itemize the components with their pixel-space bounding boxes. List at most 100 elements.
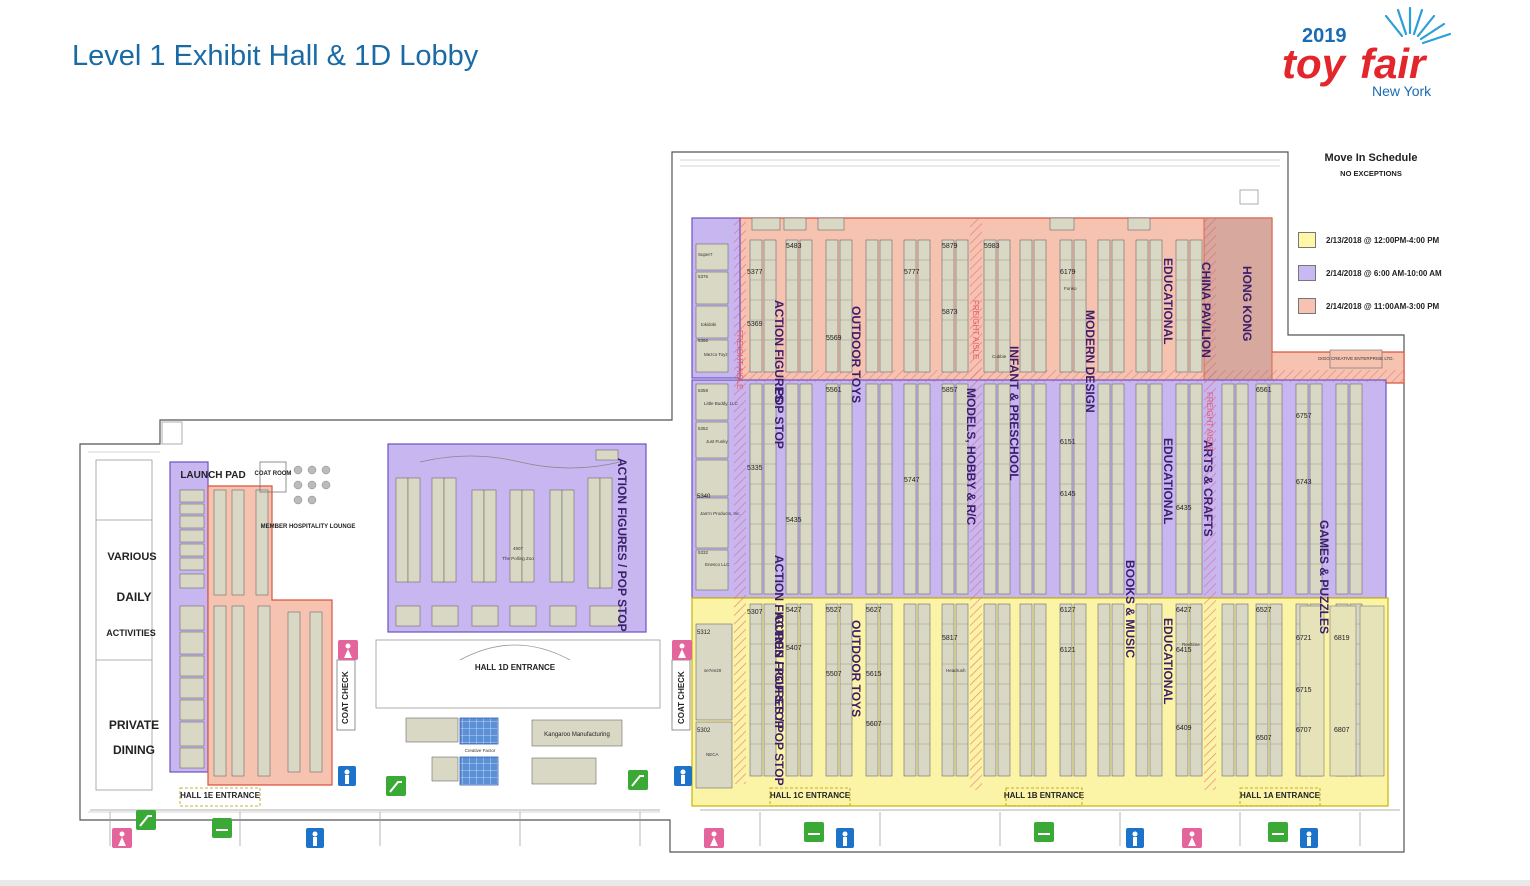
label-hall-1a-entrance: HALL 1A ENTRANCE [1240, 791, 1321, 800]
booth-column[interactable] [749, 603, 763, 777]
booth-column[interactable] [903, 239, 917, 373]
booth-small[interactable] [1127, 217, 1151, 231]
booth-column[interactable] [1033, 239, 1047, 373]
booth-column[interactable] [1073, 239, 1087, 373]
booth-column[interactable] [785, 383, 799, 595]
booth-column[interactable] [1059, 383, 1073, 595]
booth-column[interactable] [917, 603, 931, 777]
booth-column[interactable] [1189, 383, 1203, 595]
booth-column[interactable] [1135, 383, 1149, 595]
booth-column[interactable] [1097, 239, 1111, 373]
booth-column[interactable] [749, 383, 763, 595]
booth-column[interactable] [1073, 383, 1087, 595]
booth-column[interactable] [799, 603, 813, 777]
booth-column[interactable] [917, 383, 931, 595]
booth-column[interactable] [879, 383, 893, 595]
booth-column[interactable] [865, 239, 879, 373]
booth-column[interactable] [825, 603, 839, 777]
booth-column[interactable] [839, 603, 853, 777]
booth-column[interactable] [941, 383, 955, 595]
booth-column[interactable] [1175, 603, 1189, 777]
booth-column[interactable] [903, 383, 917, 595]
booth-column[interactable] [1335, 383, 1349, 595]
booth-column[interactable] [1221, 383, 1235, 595]
booth-column[interactable] [1349, 383, 1363, 595]
booth-column[interactable] [879, 239, 893, 373]
green-escalator-icon [804, 822, 824, 842]
hall-1a-booths[interactable] [1299, 605, 1385, 777]
booth-column[interactable] [839, 239, 853, 373]
booth-kangaroo-2[interactable] [531, 757, 597, 785]
booth-column[interactable] [865, 603, 879, 777]
booth-column[interactable] [1097, 383, 1111, 595]
booth-column[interactable] [879, 603, 893, 777]
booth-column[interactable] [865, 383, 879, 595]
booth-column[interactable] [799, 239, 813, 373]
booth-column[interactable] [1019, 239, 1033, 373]
booth-kangaroo[interactable] [531, 719, 623, 747]
booth-column[interactable] [1269, 383, 1283, 595]
booth-column[interactable] [1097, 603, 1111, 777]
booth-column[interactable] [1255, 603, 1269, 777]
booth-column[interactable] [749, 239, 763, 373]
booth-column[interactable] [1019, 603, 1033, 777]
booth-column[interactable] [1135, 603, 1149, 777]
booth-column[interactable] [785, 239, 799, 373]
booth-column[interactable] [1189, 603, 1203, 777]
label-little-buddy: Little Buddy, LLC [704, 401, 739, 406]
booth-column[interactable] [1059, 239, 1073, 373]
booth-number: 5527 [826, 607, 842, 614]
booth-column[interactable] [1235, 383, 1249, 595]
booth-column[interactable] [825, 383, 839, 595]
booth-column[interactable] [763, 239, 777, 373]
booth-column[interactable] [955, 603, 969, 777]
booth-column[interactable] [799, 383, 813, 595]
booth-column[interactable] [917, 239, 931, 373]
booth-column[interactable] [785, 603, 799, 777]
booth-column[interactable] [1149, 383, 1163, 595]
booth-column[interactable] [1019, 383, 1033, 595]
booth-small[interactable] [783, 217, 807, 231]
booth-column[interactable] [825, 239, 839, 373]
booth-column[interactable] [1175, 239, 1189, 373]
booth-column[interactable] [941, 239, 955, 373]
booth-column[interactable] [1269, 603, 1283, 777]
booth-column[interactable] [1073, 603, 1087, 777]
booth-digo[interactable] [1329, 349, 1383, 369]
booth-column[interactable] [1149, 239, 1163, 373]
booth-column[interactable] [955, 383, 969, 595]
booth-column[interactable] [983, 239, 997, 373]
booth-column[interactable] [1295, 383, 1309, 595]
booth-column[interactable] [1135, 239, 1149, 373]
left-column-booths[interactable] [695, 243, 733, 789]
booth-column[interactable] [997, 239, 1011, 373]
booth-column[interactable] [1033, 603, 1047, 777]
label-se7en20: se7en20 [704, 668, 722, 673]
booth-column[interactable] [1111, 239, 1125, 373]
booth-column[interactable] [941, 603, 955, 777]
booth-column[interactable] [1059, 603, 1073, 777]
booth-column[interactable] [1111, 383, 1125, 595]
booth-column[interactable] [997, 383, 1011, 595]
booth-column[interactable] [1033, 383, 1047, 595]
booth-small[interactable] [817, 217, 845, 231]
booth-column[interactable] [1175, 383, 1189, 595]
booth-column[interactable] [1221, 603, 1235, 777]
booth-column[interactable] [983, 383, 997, 595]
booth-column[interactable] [983, 603, 997, 777]
booth-column[interactable] [1255, 383, 1269, 595]
booth-column[interactable] [839, 383, 853, 595]
booth-column[interactable] [1111, 603, 1125, 777]
booth-column[interactable] [955, 239, 969, 373]
booth-column[interactable] [903, 603, 917, 777]
booth-column[interactable] [997, 603, 1011, 777]
booth-column[interactable] [1235, 603, 1249, 777]
booth-column[interactable] [763, 603, 777, 777]
booth-column[interactable] [1189, 239, 1203, 373]
booth-small[interactable] [751, 217, 781, 231]
booth-small[interactable] [1049, 217, 1075, 231]
booth-column[interactable] [1309, 383, 1323, 595]
booth-column[interactable] [1149, 603, 1163, 777]
blue-restroom-icon [1300, 828, 1318, 848]
booth-column[interactable] [763, 383, 777, 595]
